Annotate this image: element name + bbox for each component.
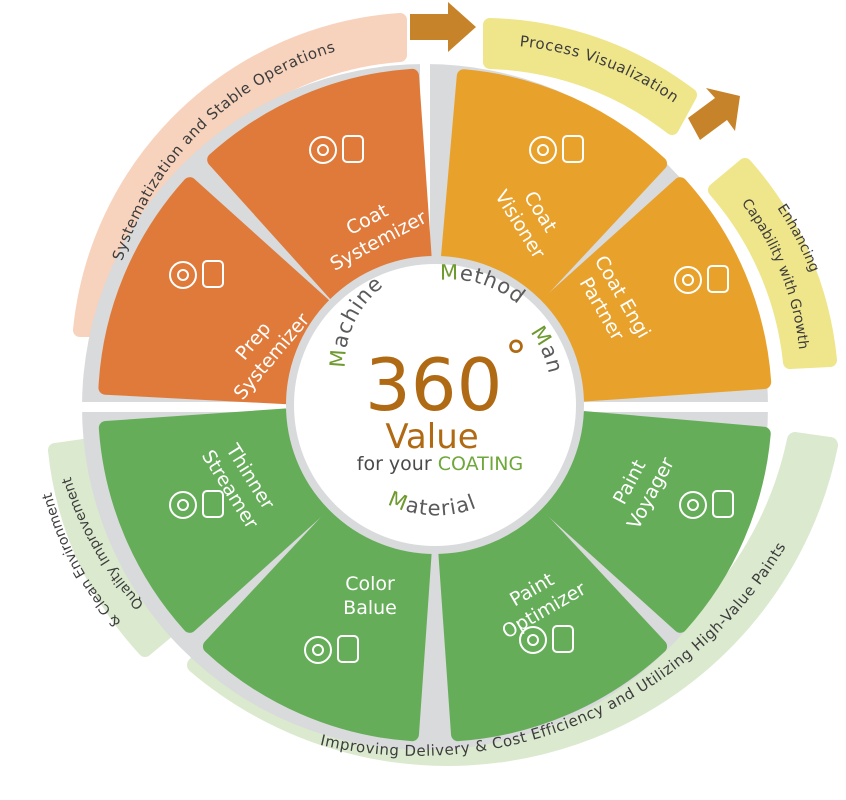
coating-tagline: for your COATING (357, 453, 524, 475)
segment-shape (539, 177, 772, 402)
segment-shape (202, 507, 432, 742)
factory-magnifier-icon (529, 135, 584, 164)
process-visualization-band (483, 18, 697, 135)
process-arrows (410, 2, 740, 140)
clock-can-icon (304, 635, 359, 664)
segment-coat-engi-partner: Coat EngiPartner (539, 177, 772, 402)
value-label: Value (385, 417, 478, 457)
segment-coat-visioner: CoatVisioner (441, 69, 668, 303)
segment-prep-systemizer: PrepSystemizer (98, 177, 331, 405)
arrow-right-icon (410, 2, 476, 52)
title-360: 360 (365, 343, 502, 427)
center-title: 360 ° Value for your COATING (357, 332, 527, 475)
arrow-down-right-icon (688, 88, 740, 140)
segment-shape (98, 408, 331, 633)
enhancing-band (708, 158, 837, 369)
map-can-icon (679, 490, 734, 519)
center-disc (286, 256, 584, 554)
segment-shape (207, 68, 432, 301)
segment-paint-optimizer: PaintOptimizer (438, 507, 668, 742)
segment-paint-voyager: PaintVoyager (539, 411, 771, 633)
gear-globe-icon (169, 260, 224, 289)
gear-can-icon (309, 135, 364, 164)
can-arrow-can-icon (519, 625, 574, 654)
segment-label-line: Balue (343, 597, 397, 619)
segment-shape (438, 507, 668, 742)
degree-symbol: ° (505, 332, 527, 383)
segment-shape (539, 411, 771, 633)
segment-coat-systemizer: CoatSystemizer (207, 68, 432, 301)
pipe-cans-icon (169, 490, 224, 519)
segment-label-line: Color (345, 573, 395, 595)
segment-thinner-streamer: ThinnerStreamer (98, 408, 331, 633)
handshake-icon (674, 265, 729, 294)
segment-shape (441, 69, 668, 303)
segment-shape (98, 177, 331, 405)
